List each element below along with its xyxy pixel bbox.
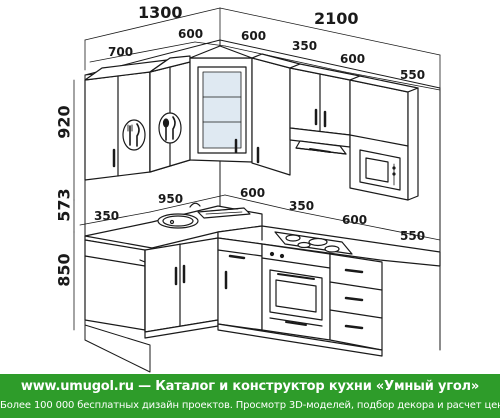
base-cabinet-left <box>144 237 219 339</box>
dim-upper-right-600: 600 <box>241 29 267 43</box>
cooktop-icon <box>274 231 353 255</box>
upper-cabinet-right-2 <box>289 63 361 148</box>
dim-lower-550: 550 <box>400 229 426 243</box>
dim-upper-right-600b: 600 <box>340 52 366 66</box>
upper-corner-glass-cabinet <box>189 45 253 163</box>
footer-banner: www.umugol.ru — Каталог и конструктор ку… <box>0 374 500 418</box>
base-cabinet-right-drawers <box>329 253 383 351</box>
kitchen-drawing <box>73 7 441 373</box>
base-plinth <box>217 323 383 357</box>
dim-upper-right-350: 350 <box>292 39 318 53</box>
base-cabinet-right-1 <box>217 237 263 331</box>
sink-icon <box>157 202 251 229</box>
dim-overall-left: 1300 <box>138 3 183 22</box>
dim-lower-350: 350 <box>94 209 120 223</box>
dim-lower-350b: 350 <box>289 199 315 213</box>
dim-upper-left-700: 700 <box>108 45 134 59</box>
oven-icon <box>261 243 331 341</box>
footer-title-link[interactable]: www.umugol.ru — Каталог и конструктор ку… <box>20 379 480 394</box>
fork-knife-icon <box>122 119 146 151</box>
range-hood-icon <box>295 140 347 155</box>
dim-lower-950: 950 <box>158 192 184 206</box>
microwave-icon <box>359 149 401 191</box>
dim-height-850: 850 <box>54 253 74 287</box>
footer-subtitle: Более 100 000 бесплатных дизайн проектов… <box>0 400 500 411</box>
dim-height-573: 573 <box>54 188 74 222</box>
dim-overall-right: 2100 <box>314 9 359 28</box>
dim-lower-600b: 600 <box>342 213 368 227</box>
dim-height-920: 920 <box>54 105 74 139</box>
upper-cabinet-right-1 <box>251 53 301 176</box>
spoon-knife-icon <box>158 112 182 144</box>
dimension-lines <box>73 7 441 331</box>
dim-upper-right-550: 550 <box>400 68 426 82</box>
dim-lower-600: 600 <box>240 186 266 200</box>
dim-upper-left-600: 600 <box>178 27 204 41</box>
